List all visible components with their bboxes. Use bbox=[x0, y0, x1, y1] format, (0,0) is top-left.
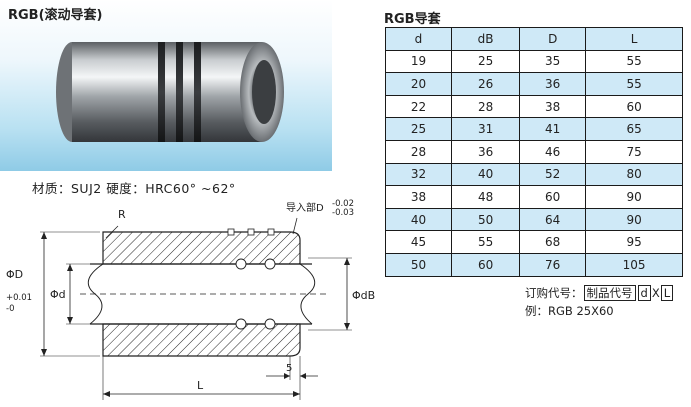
inner-diameter-label: Φd bbox=[50, 288, 66, 301]
cell-outer-d: 36 bbox=[519, 72, 587, 96]
cell-db: 28 bbox=[450, 94, 521, 119]
d-box: d bbox=[637, 285, 651, 301]
chamfer-length-label: 5 bbox=[286, 363, 292, 374]
cell-outer-d: 60 bbox=[519, 185, 587, 209]
cell-db: 55 bbox=[450, 230, 521, 254]
cell-outer-d: 64 bbox=[519, 207, 587, 232]
cell-l: 75 bbox=[585, 139, 683, 164]
guide-bushing-photo bbox=[56, 42, 284, 142]
cell-l: 80 bbox=[585, 162, 683, 187]
cell-l: 105 bbox=[585, 252, 683, 277]
order-code-prefix: 订购代号： bbox=[525, 286, 583, 300]
table-row: 20 26 36 55 bbox=[385, 72, 683, 96]
table-title: RGB导套 bbox=[384, 12, 441, 27]
cell-db: 31 bbox=[450, 117, 521, 141]
table-row: 40 50 64 90 bbox=[385, 207, 683, 232]
cell-l: 55 bbox=[585, 49, 683, 74]
table-row: 50 60 76 105 bbox=[385, 252, 683, 277]
cell-outer-d: 52 bbox=[519, 162, 587, 187]
radius-label: R bbox=[118, 208, 126, 221]
table-row: 25 31 41 65 bbox=[385, 117, 683, 141]
cell-d: 22 bbox=[385, 94, 452, 119]
cell-d: 28 bbox=[385, 139, 452, 164]
cell-outer-d: 46 bbox=[519, 139, 587, 164]
photo-title: RGB(滚动导套) bbox=[8, 8, 103, 23]
table-header-row: d dB D L bbox=[385, 27, 683, 51]
material-hardness-text: 材质：SUJ2 硬度：HRC60° ~62° bbox=[32, 181, 236, 196]
table-row: 28 36 46 75 bbox=[385, 139, 683, 164]
insert-tolerance-bottom: -0.03 bbox=[332, 208, 354, 218]
outer-tolerance-zero: -0 bbox=[6, 304, 14, 314]
cell-outer-d: 35 bbox=[519, 49, 587, 74]
cell-d: 19 bbox=[385, 49, 452, 74]
cell-d: 38 bbox=[385, 185, 452, 209]
header-d: d bbox=[385, 27, 452, 51]
table-row: 22 28 38 60 bbox=[385, 94, 683, 119]
header-l: L bbox=[585, 27, 683, 51]
header-db: dB bbox=[450, 27, 521, 51]
table-row: 19 25 35 55 bbox=[385, 49, 683, 74]
insert-tolerance-top: -0.02 bbox=[332, 199, 354, 209]
outer-tolerance-plus: +0.01 bbox=[6, 293, 32, 303]
spec-table: d dB D L 19 25 35 55 20 26 36 55 22 28 3… bbox=[385, 27, 683, 277]
cell-l: 95 bbox=[585, 230, 683, 254]
cell-l: 60 bbox=[585, 94, 683, 119]
cross-section-drawing: R 导入部D -0.02 -0.03 ΦD +0.01 -0 Φd ΦdB L … bbox=[6, 199, 375, 400]
cell-db: 25 bbox=[450, 49, 521, 74]
cell-db: 40 bbox=[450, 162, 521, 187]
l-box: L bbox=[660, 285, 674, 301]
cell-outer-d: 68 bbox=[519, 230, 587, 254]
cell-db: 48 bbox=[450, 185, 521, 209]
cell-db: 26 bbox=[450, 72, 521, 96]
cell-outer-d: 76 bbox=[519, 252, 587, 277]
cell-db: 50 bbox=[450, 207, 521, 232]
product-code-box: 制品代号 bbox=[583, 285, 636, 301]
cell-d: 50 bbox=[385, 252, 452, 277]
cell-d: 45 bbox=[385, 230, 452, 254]
table-row: 38 48 60 90 bbox=[385, 185, 683, 209]
cell-outer-d: 41 bbox=[519, 117, 587, 141]
table-row: 32 40 52 80 bbox=[385, 162, 683, 187]
cell-l: 90 bbox=[585, 185, 683, 209]
cell-l: 65 bbox=[585, 117, 683, 141]
ball-diameter-label: ΦdB bbox=[352, 289, 375, 302]
product-photo-panel: RGB(滚动导套) bbox=[0, 0, 332, 171]
cell-db: 60 bbox=[450, 252, 521, 277]
cell-d: 20 bbox=[385, 72, 452, 96]
length-label: L bbox=[197, 379, 204, 392]
cell-l: 90 bbox=[585, 207, 683, 232]
cell-d: 25 bbox=[385, 117, 452, 141]
insert-part-label: 导入部D bbox=[286, 201, 324, 214]
table-row: 45 55 68 95 bbox=[385, 230, 683, 254]
times-text: X bbox=[651, 286, 660, 300]
cell-d: 32 bbox=[385, 162, 452, 187]
cell-d: 40 bbox=[385, 207, 452, 232]
cell-l: 55 bbox=[585, 72, 683, 96]
cell-outer-d: 38 bbox=[519, 94, 587, 119]
header-outer-d: D bbox=[519, 27, 587, 51]
order-example: 例：RGB 25X60 bbox=[525, 304, 614, 318]
cell-db: 36 bbox=[450, 139, 521, 164]
outer-diameter-label: ΦD bbox=[6, 268, 23, 281]
